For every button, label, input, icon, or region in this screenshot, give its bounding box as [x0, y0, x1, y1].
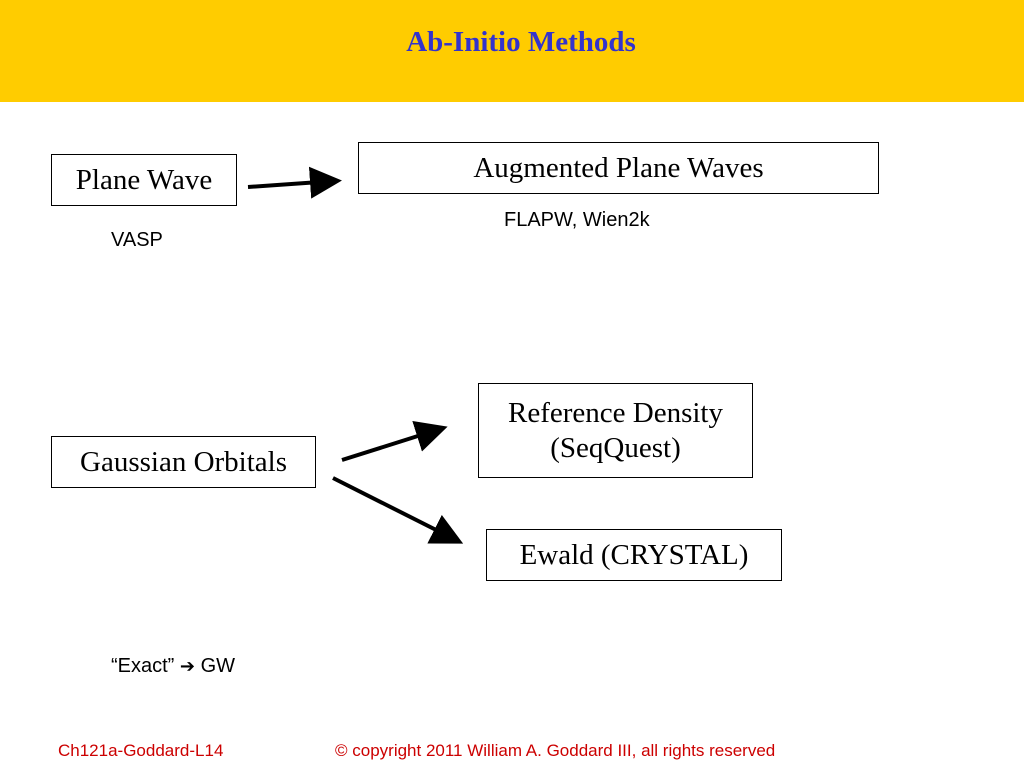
- node-gaussian-orbitals-label: Gaussian Orbitals: [80, 445, 287, 478]
- footer-copyright: © copyright 2011 William A. Goddard III,…: [335, 741, 776, 760]
- node-ewald: Ewald (CRYSTAL): [486, 529, 782, 581]
- node-plane-wave-label: Plane Wave: [75, 163, 213, 196]
- node-plane-wave: Plane Wave: [51, 154, 237, 206]
- node-reference-density-line2: (SeqQuest): [550, 431, 681, 464]
- slide-title: Ab-Initio Methods: [406, 26, 636, 58]
- arrow-plane-wave-to-apw: [247, 166, 342, 199]
- node-reference-density-line1: Reference Density: [508, 396, 723, 429]
- node-gaussian-orbitals: Gaussian Orbitals: [51, 436, 316, 488]
- footer-course: Ch121a-Goddard-L14: [58, 741, 224, 760]
- note-flapw: FLAPW, Wien2k: [504, 209, 650, 231]
- arrow-gaussian-to-ewald: [332, 476, 464, 544]
- arrow-gaussian-to-reference-density: [341, 420, 448, 462]
- header-bar: [0, 0, 1024, 102]
- node-augmented-plane-waves: Augmented Plane Waves: [358, 142, 879, 194]
- right-arrow-icon: ➔: [179, 656, 195, 677]
- note-exact-gw: “Exact” ➔ GW: [111, 655, 235, 678]
- node-reference-density: Reference Density (SeqQuest): [478, 383, 753, 478]
- note-exact-suffix: GW: [200, 655, 235, 677]
- node-ewald-label: Ewald (CRYSTAL): [519, 538, 749, 571]
- note-exact-prefix: “Exact”: [111, 655, 175, 677]
- note-vasp: VASP: [111, 229, 163, 251]
- node-augmented-plane-waves-label: Augmented Plane Waves: [473, 152, 764, 184]
